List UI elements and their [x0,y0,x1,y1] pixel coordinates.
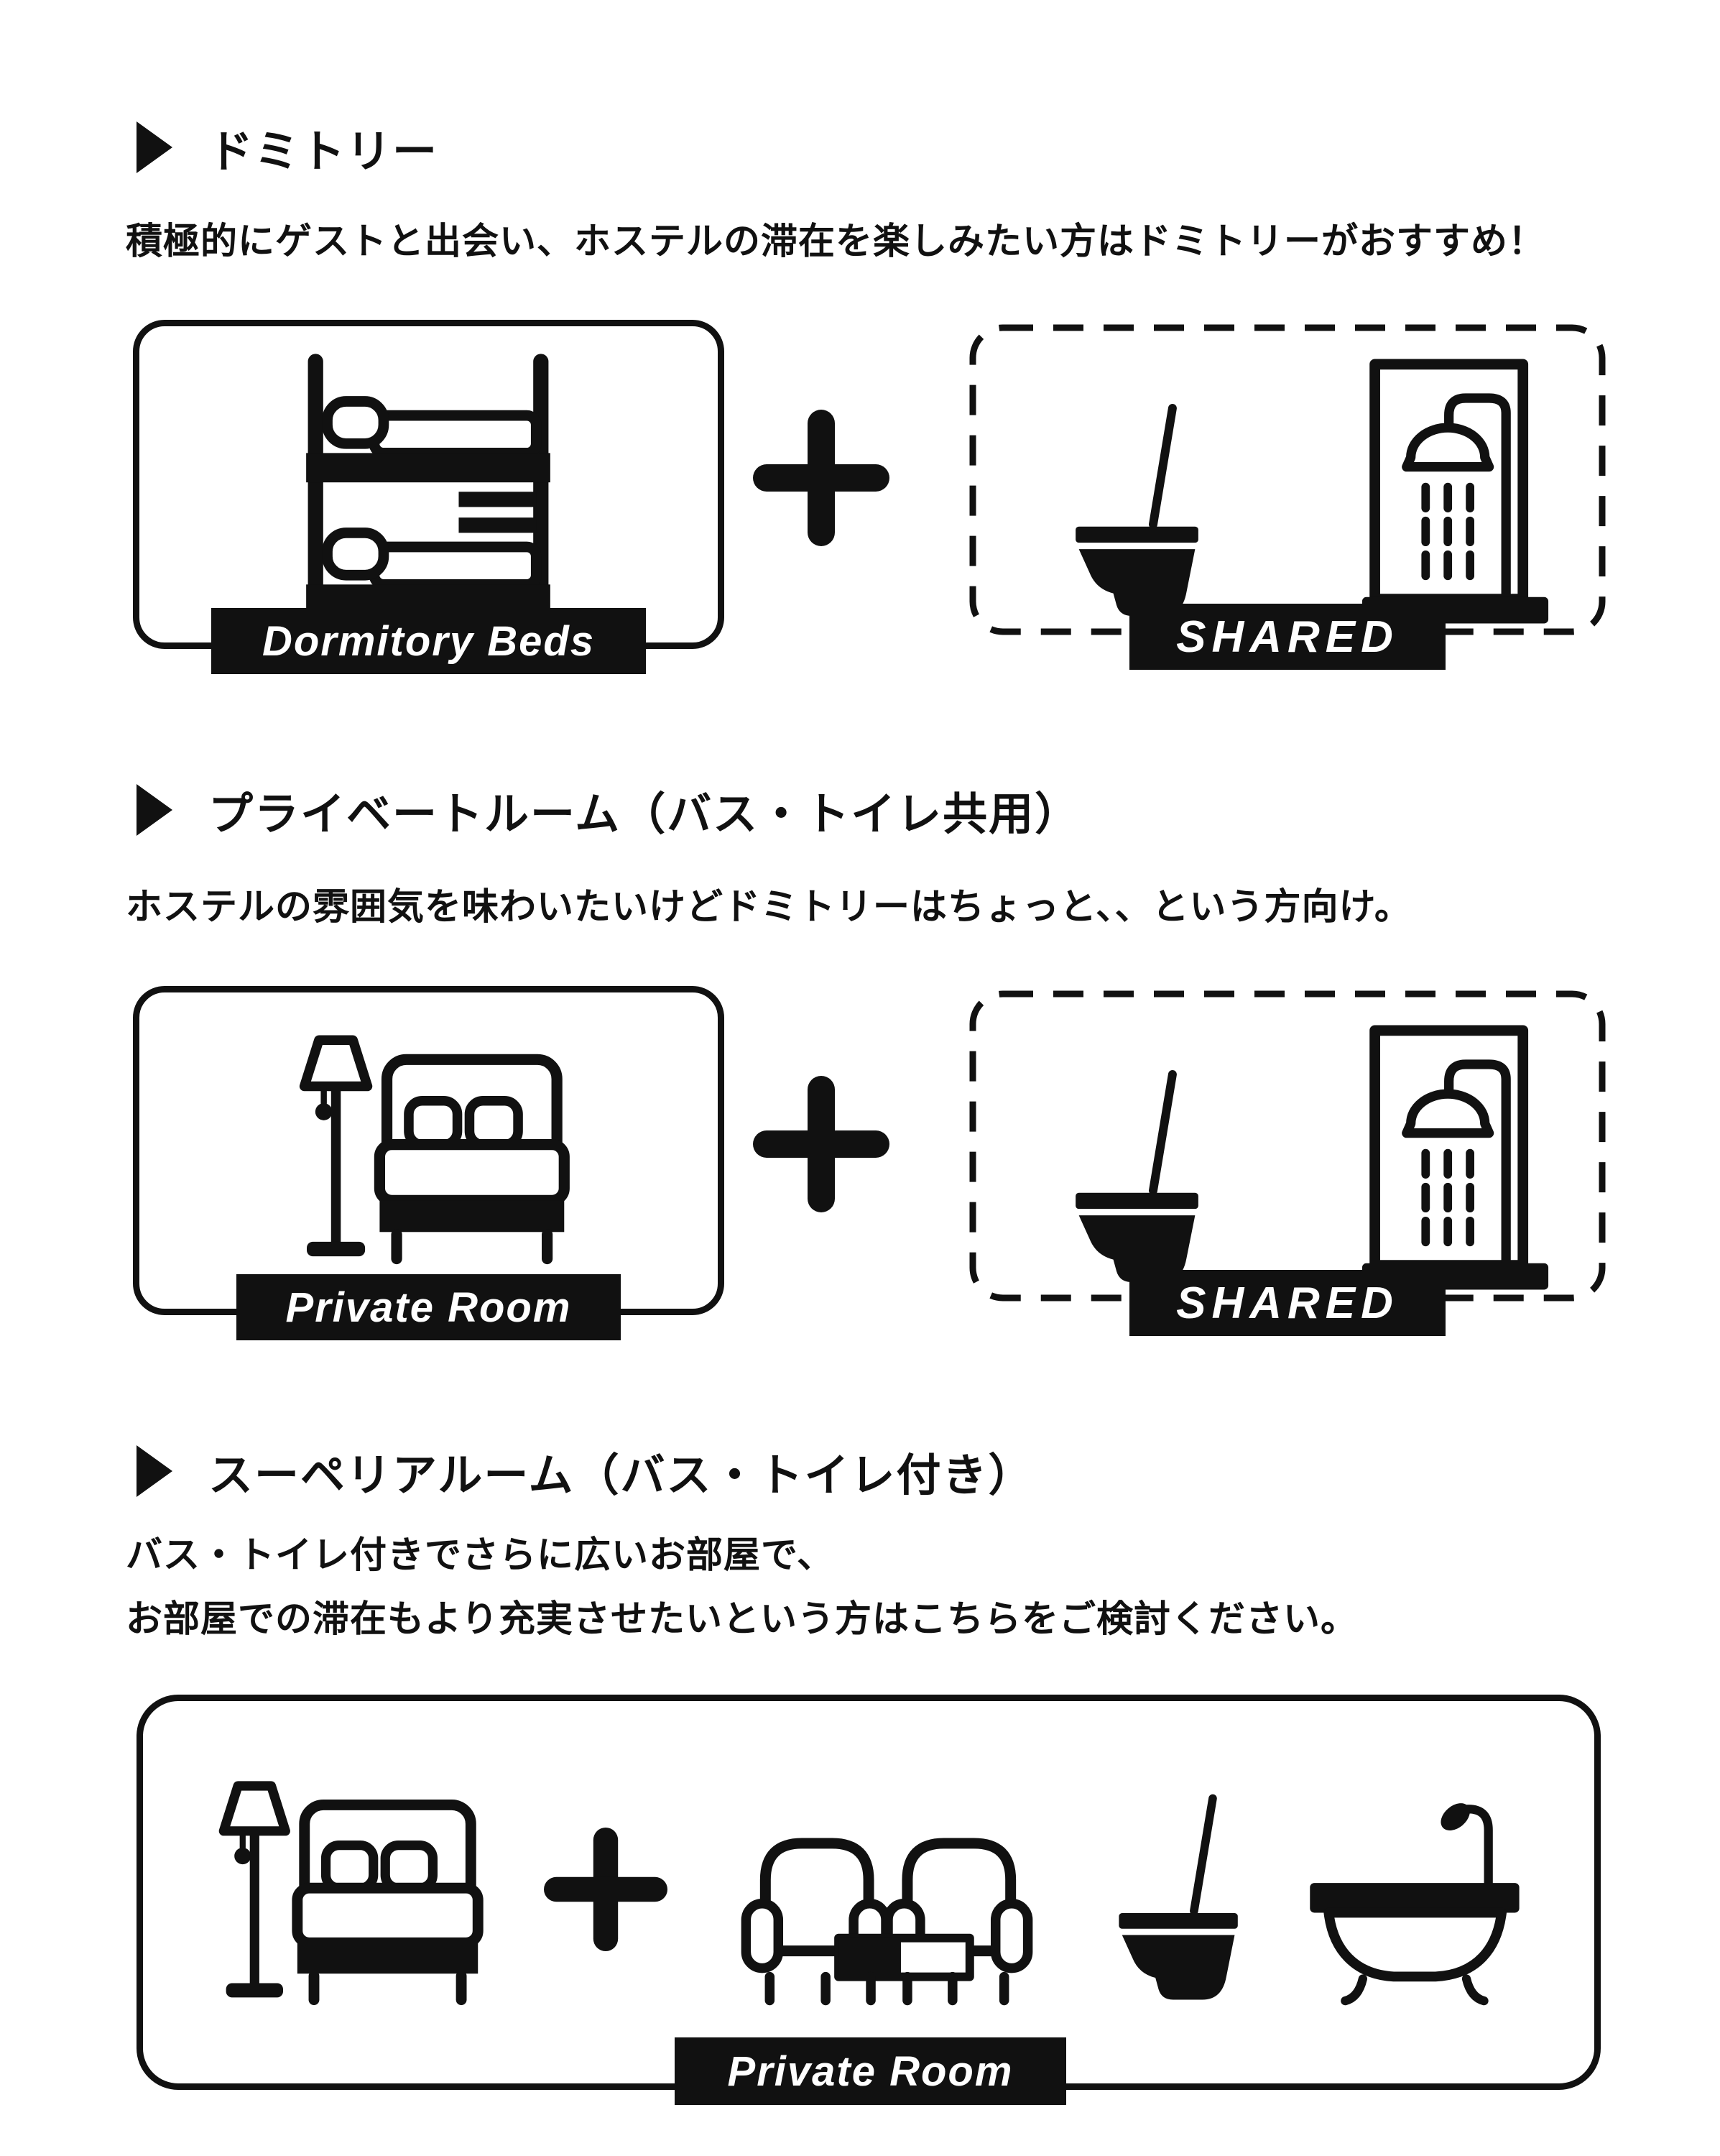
section-heading-text: ドミトリー [208,127,439,177]
private-room-label: Private Room [236,1274,621,1340]
section-heading-dormitory: ドミトリー [137,115,438,180]
shower-icon [1361,359,1549,624]
section-description-private-room: ホステルの雰囲気を味わいたいけどドミトリーはちょっと、、という方向け。 [126,886,1412,927]
dormitory-room-box: Dormitory Beds [133,320,724,674]
superior-private-room-label: Private Room [675,2037,1066,2105]
shared-facility-box: SHARED [968,323,1606,670]
bunk-bed-icon [306,354,550,632]
shared-label: SHARED [1129,604,1446,670]
triangle-bullet-icon [137,784,172,836]
triangle-bullet-icon [137,121,172,173]
private-room-box: Private Room [133,986,724,1340]
description-line-1: バス・トイレ付きでさらに広いお部屋で、 [126,1534,834,1575]
toilet-icon [1076,1069,1198,1283]
shower-icon [1361,1025,1549,1290]
toilet-icon [1119,1794,1238,2000]
triangle-bullet-icon [137,1445,172,1497]
shared-facility-box: SHARED [968,990,1606,1336]
bed-lamp-icon [218,1781,484,2006]
section-heading-text: プライベートルーム（バス・トイレ共用） [208,790,1081,839]
plus-icon [544,1828,667,1951]
bathtub-icon [1310,1803,1520,2006]
bed-lamp-icon [299,1035,570,1265]
plus-icon [753,1076,889,1212]
section-description-dormitory: 積極的にゲストと出会い、ホステルの滞在を楽しみたい方はドミトリーがおすすめ！ [126,221,1546,262]
sofa-set-icon [741,1838,1033,2006]
description-line-2: お部屋での滞在もより充実させたいという方はこちらをご検討ください。 [126,1598,1358,1640]
section-heading-superior-room: スーペリアルーム（バス・トイレ付き） [137,1439,1035,1503]
dormitory-beds-label: Dormitory Beds [211,608,646,674]
section-description-superior-room: バス・トイレ付きでさらに広いお部屋で、 お部屋での滞在もより充実させたいという方… [126,1531,1358,1659]
shared-label: SHARED [1129,1270,1446,1336]
plus-icon [753,410,889,546]
superior-room-box: Private Room [137,1695,1601,2105]
section-heading-private-room: プライベートルーム（バス・トイレ共用） [137,778,1081,842]
section-heading-text: スーペリアルーム（バス・トイレ付き） [208,1451,1035,1501]
toilet-icon [1076,403,1198,617]
